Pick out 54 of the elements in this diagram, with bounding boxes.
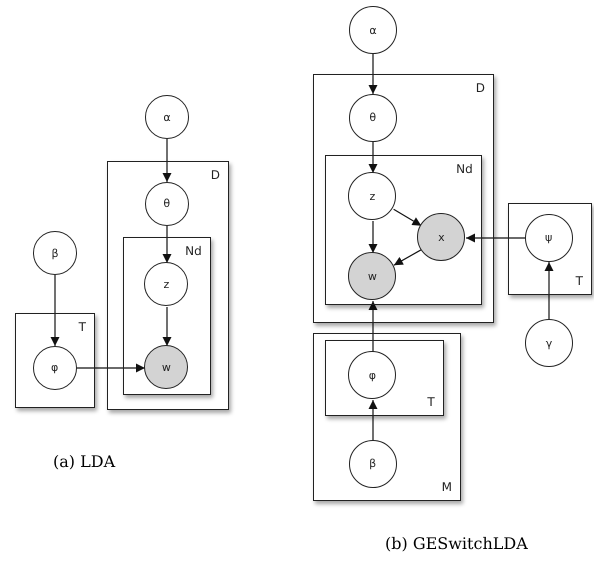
arrow bbox=[368, 221, 378, 253]
plate-label: D bbox=[210, 168, 220, 182]
variable-label: ψ bbox=[545, 231, 552, 244]
arrow bbox=[394, 249, 422, 266]
plate bbox=[313, 74, 494, 323]
variable-label: α bbox=[163, 110, 171, 124]
subfigure-caption: (b) GESwitchLDA bbox=[385, 534, 528, 553]
arrow bbox=[162, 226, 172, 263]
arrow bbox=[466, 234, 525, 242]
plate-label: T bbox=[427, 394, 435, 409]
arrow bbox=[77, 364, 145, 372]
arrow bbox=[544, 262, 554, 319]
arrow bbox=[368, 400, 378, 440]
variable-label: z bbox=[369, 190, 376, 203]
variable-label: z bbox=[163, 278, 170, 291]
variable-node bbox=[348, 252, 396, 300]
plate-label: M bbox=[442, 480, 452, 494]
subfigure-caption: (a) LDA bbox=[53, 452, 116, 471]
variable-node bbox=[525, 319, 573, 367]
variable-node bbox=[145, 95, 189, 139]
variable-label: φ bbox=[368, 368, 376, 382]
variable-label: φ bbox=[51, 361, 58, 374]
arrow bbox=[368, 142, 378, 173]
plate-label: Nd bbox=[185, 244, 202, 258]
plate-label: D bbox=[476, 81, 485, 95]
arrow bbox=[50, 275, 60, 346]
variable-label: α bbox=[369, 24, 377, 36]
plate bbox=[313, 333, 461, 501]
arrow bbox=[368, 54, 378, 94]
variable-label: w bbox=[162, 360, 171, 374]
plate-label: T bbox=[78, 320, 86, 334]
variable-node bbox=[33, 231, 77, 275]
variable-label: w bbox=[368, 270, 377, 283]
variable-label: θ bbox=[163, 197, 170, 210]
arrow bbox=[162, 307, 172, 346]
arrow bbox=[393, 208, 422, 226]
variable-node bbox=[349, 6, 397, 54]
variable-label: θ bbox=[369, 111, 376, 124]
variable-label: β bbox=[369, 457, 376, 470]
plate bbox=[15, 313, 95, 408]
variable-node bbox=[32, 346, 77, 390]
plate bbox=[324, 340, 444, 416]
plate bbox=[508, 203, 592, 295]
plate bbox=[122, 236, 211, 395]
plate bbox=[324, 154, 482, 305]
variable-node bbox=[348, 172, 396, 220]
plate bbox=[107, 161, 229, 410]
arrow bbox=[162, 139, 172, 182]
variable-label: β bbox=[51, 246, 59, 260]
plate-label: T bbox=[576, 274, 583, 288]
variable-label: x bbox=[438, 230, 445, 244]
arrow bbox=[368, 301, 378, 352]
plate-label: Nd bbox=[456, 162, 473, 176]
variable-label: γ bbox=[546, 336, 552, 350]
